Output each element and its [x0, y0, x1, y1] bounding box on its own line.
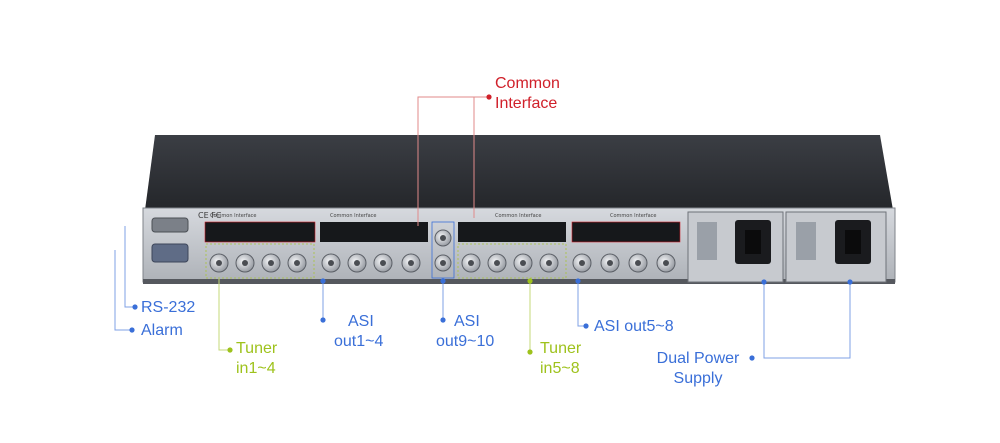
tuner-in-5-8-connectors: [461, 253, 559, 273]
panel-bottom-edge: [143, 279, 895, 284]
asi-out-5-8-connectors: [572, 253, 676, 273]
chassis-top: [145, 135, 893, 210]
tuner-5-8-box: [457, 243, 567, 279]
leader-alarm: [114, 250, 132, 331]
leader-tuner-1-4: [218, 279, 230, 351]
bnc-connectors: [209, 221, 676, 279]
leader-common-interface: [417, 96, 489, 226]
label-asi-out-1-4: ASI out1~4: [334, 313, 384, 350]
label-common-interface: Common Interface: [495, 75, 560, 112]
tuner-in-1-4-connectors: [209, 253, 307, 273]
ci-slot-print-4: Common Interface: [610, 213, 657, 219]
label-tuner-in-1-4: Tuner in1~4: [236, 340, 278, 377]
ci-slot-print-3: Common Interface: [495, 213, 542, 219]
label-dual-power-supply: Dual Power Supply: [656, 350, 740, 387]
label-tuner-in-5-8: Tuner in5~8: [540, 340, 582, 377]
rs232-connector: [151, 217, 189, 233]
tuner-1-4-box: [205, 243, 315, 279]
ci-slot-print-1: Common Interface: [210, 213, 257, 219]
power-supply-2: [785, 211, 887, 283]
label-asi-out-9-10: ASI out9~10: [436, 313, 495, 350]
label-asi-out-5-8: ASI out5~8: [594, 318, 674, 335]
leader-power: [763, 282, 851, 359]
asi-out-1-4-connectors: [321, 253, 421, 273]
leader-dots: [129, 94, 853, 361]
leader-rs232: [124, 226, 135, 308]
leader-lines: [114, 96, 851, 359]
asi-out-9-10-connectors: [431, 221, 455, 279]
leader-asi-5-8: [577, 280, 586, 327]
power-supply-1: [687, 211, 784, 283]
ci-slot-prints: Common Interface Common Interface Common…: [210, 213, 657, 219]
label-alarm: Alarm: [141, 322, 183, 339]
panel-fc-mark: CE FC: [198, 211, 222, 220]
ci-slot-print-2: Common Interface: [330, 213, 377, 219]
ci-slots: [204, 221, 681, 243]
label-rs232: RS-232: [141, 299, 196, 316]
alarm-connector: [151, 243, 189, 263]
